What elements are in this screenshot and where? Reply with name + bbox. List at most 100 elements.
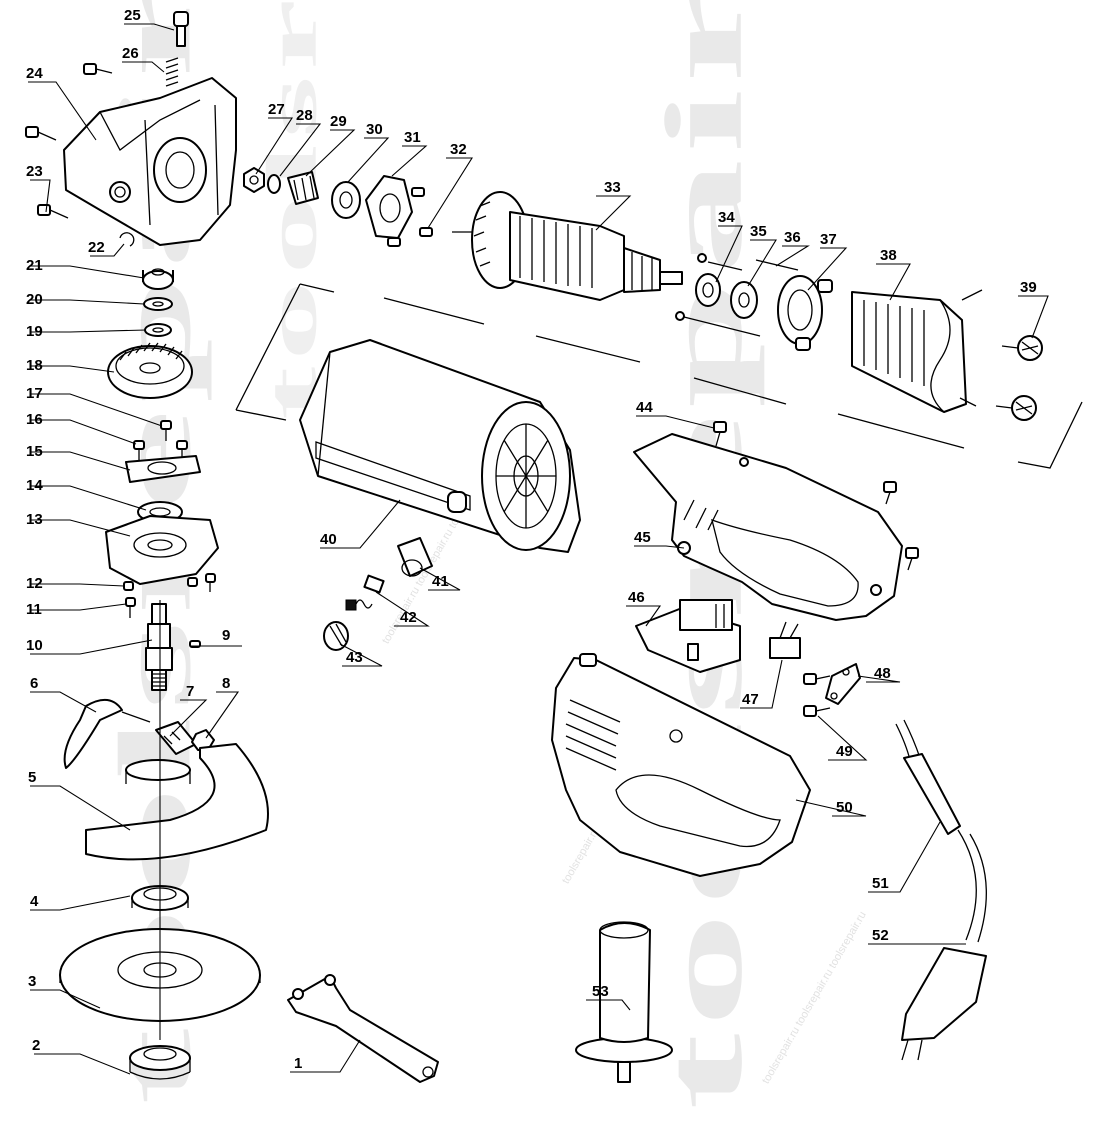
part-number-22: 22 (88, 239, 105, 256)
plug-52-drawing (901, 947, 987, 1061)
part-number-23: 23 (26, 163, 43, 180)
screws-17-drawing (133, 420, 188, 460)
stator-38-drawing (851, 289, 983, 413)
part-number-30: 30 (366, 121, 383, 138)
part-number-8: 8 (222, 675, 230, 692)
bearing-seat-37-drawing (777, 275, 833, 351)
screw-44-drawing (713, 421, 727, 447)
part-number-51: 51 (872, 875, 889, 892)
part-number-31: 31 (404, 129, 421, 146)
screws-49-drawing (803, 673, 831, 717)
armature-33-drawing (452, 191, 683, 301)
gear-housing-24-drawing (63, 77, 237, 246)
screw-23-drawing (25, 126, 69, 219)
part-number-21: 21 (26, 257, 43, 274)
screw-32-drawing (419, 227, 433, 237)
part-number-47: 47 (742, 691, 759, 708)
part-number-17: 17 (26, 385, 43, 402)
part-number-34: 34 (718, 209, 735, 226)
part-number-1: 1 (294, 1055, 302, 1072)
part-number-35: 35 (750, 223, 767, 240)
bevel-gear-18-drawing (107, 342, 193, 399)
bearing-35-drawing (730, 281, 758, 319)
part-number-52: 52 (872, 927, 889, 944)
part-number-4: 4 (30, 893, 39, 910)
capacitor-47-drawing (769, 621, 801, 659)
part-number-3: 3 (28, 973, 36, 990)
switch-46-drawing (635, 599, 741, 673)
bearing-plate-15-drawing (125, 455, 201, 483)
part-number-42: 42 (400, 609, 417, 626)
handle-50-drawing (551, 653, 811, 877)
part-number-11: 11 (26, 601, 42, 618)
brushes-39-drawing (995, 335, 1043, 421)
part-number-44: 44 (636, 399, 653, 416)
part-number-32: 32 (450, 141, 467, 158)
part-number-12: 12 (26, 575, 43, 592)
washer-20-drawing (143, 297, 173, 311)
part-number-2: 2 (32, 1037, 40, 1054)
bearing-plate-31-drawing (365, 175, 425, 247)
power-cord-51-drawing (895, 719, 987, 943)
part-number-39: 39 (1020, 279, 1037, 296)
screw-25-drawing (173, 11, 189, 47)
part-number-49: 49 (836, 743, 853, 760)
part-number-29: 29 (330, 113, 347, 130)
part-number-15: 15 (26, 443, 43, 460)
clamp-7-drawing (155, 721, 197, 755)
motor-housing-40-drawing (299, 339, 581, 553)
part-number-26: 26 (122, 45, 139, 62)
part-number-10: 10 (26, 637, 43, 654)
handle-half-45-drawing (633, 433, 903, 621)
part-number-40: 40 (320, 531, 337, 548)
washer-28-drawing (267, 174, 281, 194)
part-number-18: 18 (26, 357, 43, 374)
axis-lines-drawing (235, 283, 1083, 469)
part-number-36: 36 (784, 229, 801, 246)
brush-cap-43-drawing (323, 621, 349, 651)
aux-handle-53-drawing (575, 921, 673, 1083)
part-number-6: 6 (30, 675, 38, 692)
spring-26-drawing (165, 57, 179, 87)
brush-holder-41-drawing (397, 537, 433, 577)
part-number-48: 48 (874, 665, 891, 682)
nut-27-drawing (243, 167, 265, 193)
part-number-20: 20 (26, 291, 43, 308)
flange-cover-13-drawing (105, 501, 219, 585)
screws-34-36-drawing (675, 253, 799, 337)
part-number-14: 14 (26, 477, 43, 494)
part-number-45: 45 (634, 529, 651, 546)
leader-lines (28, 23, 1049, 1075)
nut-19-drawing (144, 323, 172, 337)
bearing-21-drawing (142, 268, 174, 290)
part-numbers: 1 2 3 4 5 6 7 8 9 10 11 12 13 14 15 16 1… (26, 7, 1037, 1072)
guard-lever-6-drawing (63, 699, 151, 769)
screw-top-left-drawing (83, 63, 113, 75)
part-number-19: 19 (26, 323, 43, 340)
part-number-9: 9 (222, 627, 230, 644)
bearing-30-drawing (331, 181, 361, 219)
part-number-5: 5 (28, 769, 36, 786)
part-number-13: 13 (26, 511, 43, 528)
outer-nut-2-drawing (129, 1045, 191, 1080)
cable-clamp-48-drawing (825, 663, 861, 705)
clip-22-drawing (119, 232, 135, 247)
pinion-29-drawing (287, 171, 319, 205)
wrench-1-drawing (287, 974, 439, 1083)
screws-right-drawing (883, 481, 919, 571)
part-number-46: 46 (628, 589, 645, 606)
brush-42-drawing (345, 574, 385, 611)
wheel-guard-5-drawing (85, 743, 269, 861)
part-number-25: 25 (124, 7, 141, 24)
part-number-28: 28 (296, 107, 313, 124)
part-number-50: 50 (836, 799, 853, 816)
part-number-16: 16 (26, 411, 43, 428)
part-number-33: 33 (604, 179, 621, 196)
part-number-27: 27 (268, 101, 285, 118)
part-number-41: 41 (432, 573, 449, 590)
part-number-24: 24 (26, 65, 43, 82)
bearing-34-drawing (695, 273, 721, 307)
spindle-10-drawing (145, 603, 173, 691)
